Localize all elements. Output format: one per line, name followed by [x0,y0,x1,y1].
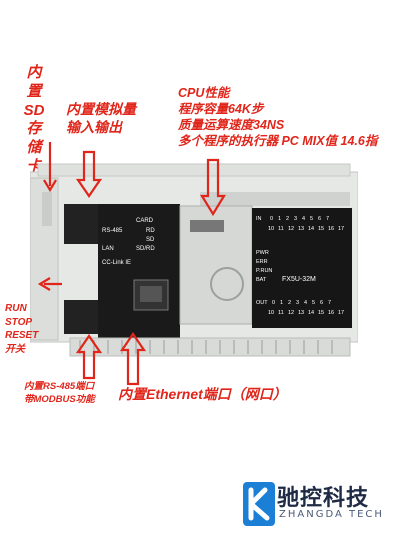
run-line-3: RESET [5,330,39,341]
in-13: 13 [298,226,304,232]
in-6: 6 [318,216,321,222]
in-2: 2 [286,216,289,222]
out-15: 15 [318,310,324,316]
out-10: 10 [268,310,274,316]
out-7: 7 [328,300,331,306]
in-17: 17 [338,226,344,232]
out-17: 17 [338,310,344,316]
in-4: 4 [302,216,305,222]
in-14: 14 [308,226,314,232]
arrow-cpu [200,158,226,217]
in-10: 10 [268,226,274,232]
sd-char-4: 存 [26,120,42,138]
in-5: 5 [310,216,313,222]
brand-mark-icon [243,482,275,526]
arrow-analog [75,150,103,198]
label-cclink: CC-Link IE [102,260,131,266]
out-14: 14 [308,310,314,316]
label-card: CARD [136,218,154,224]
analog-line-1: 内置模拟量 [66,101,136,117]
out-11: 11 [278,310,284,316]
out-6: 6 [320,300,323,306]
cpu-line-3: 质量运算速度34NS [178,118,285,132]
cpu-line-2: 程序容量64K步 [178,102,264,116]
run-line-2: STOP [5,316,33,328]
arrow-ethernet [119,332,147,386]
brand-name-en: ZHANGDA TECH [279,509,384,520]
in-0: 0 [270,216,273,222]
arrow-sd [43,142,57,193]
led-bat: BAT [256,277,267,283]
led-err: ERR [256,259,268,265]
label-rs485: RS-485 [102,228,123,234]
cpu-line-4: 多个程序的执行器 PC MIX值 14.6指 [178,134,378,148]
out-0: 0 [272,300,275,306]
in-7: 7 [326,216,329,222]
out-1: 1 [280,300,283,306]
label-sd: SD [146,237,155,243]
brand-logo: 驰控科技 ZHANGDA TECH [243,480,393,530]
run-line-4: 开关 [5,343,25,355]
arrow-run [37,277,62,291]
analog-line-2: 输入输出 [66,118,122,135]
ethernet-annotation: 内置Ethernet端口（网口） [118,386,287,402]
arrow-rs485 [75,334,103,380]
out-2: 2 [288,300,291,306]
in-12: 12 [288,226,294,232]
cpu-line-1: CPU性能 [178,86,230,100]
out-3: 3 [296,300,299,306]
in-16: 16 [328,226,334,232]
run-stop-annotation: RUN STOP RESET 开关 [5,302,38,356]
rs485-line-2: 带MODBUS功能 [24,393,95,405]
sd-char-1: 内 [26,64,42,81]
label-lan: LAN [102,246,114,252]
rs485-line-1: 内置RS-485端口 [24,381,95,392]
in-15: 15 [318,226,324,232]
in-11: 11 [278,226,284,232]
label-sdrd: SD/RD [136,246,155,252]
in-1: 1 [278,216,281,222]
label-rd: RD [146,228,155,234]
brand-name-cn: 驰控科技 [277,485,370,510]
rs485-annotation: 内置RS-485端口 带MODBUS功能 [24,381,95,407]
sd-char-5: 储 [26,139,42,156]
sd-char-2: 置 [26,82,42,100]
output-header: OUT [256,300,268,306]
sd-char-3: SD [23,101,45,119]
model-label: FX5U-32M [282,276,316,283]
analog-io-annotation: 内置模拟量 输入输出 [66,101,136,136]
out-16: 16 [328,310,334,316]
run-line-1: RUN [5,303,27,314]
input-header: IN [256,216,262,222]
cpu-annotation: CPU性能 程序容量64K步 质量运算速度34NS 多个程序的执行器 PC MI… [178,85,377,149]
out-12: 12 [288,310,294,316]
in-3: 3 [294,216,297,222]
out-5: 5 [312,300,315,306]
out-4: 4 [304,300,307,306]
led-pwr: PWR [256,250,269,256]
led-prun: P.RUN [256,268,272,274]
out-13: 13 [298,310,304,316]
plc-device: CARD RS-485 RD SD LAN SD/RD CC-Link IE I… [30,163,358,357]
